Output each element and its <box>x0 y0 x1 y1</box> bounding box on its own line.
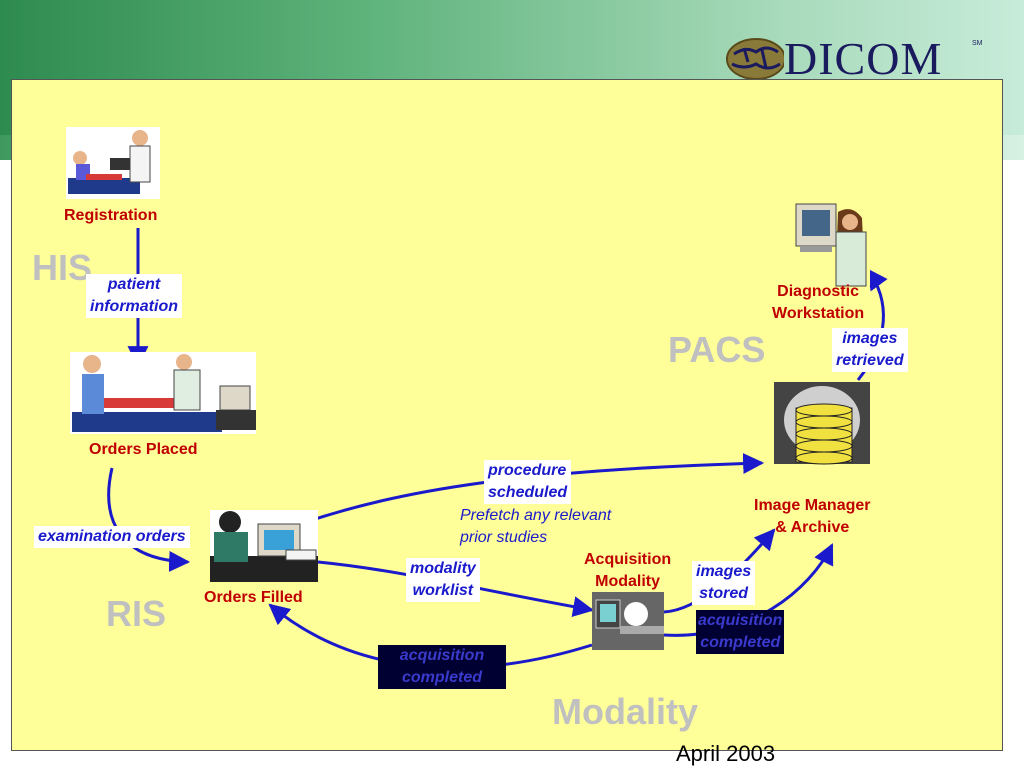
ris-label: RIS <box>106 593 167 634</box>
workstation-picture <box>795 202 870 287</box>
logo-text: DICOM <box>784 33 943 84</box>
acquisition-completed-left-message: acquisition completed <box>378 645 506 689</box>
orders-placed-picture <box>70 352 256 434</box>
globe-icon <box>726 38 786 80</box>
acquisition-completed-right-message: acquisition completed <box>696 610 785 654</box>
footer-date: April 2003 <box>676 741 776 766</box>
patient-information-message: patient information <box>86 274 182 318</box>
dicom-logo: DICOM SM <box>726 34 988 84</box>
modality-worklist-message: modality worklist <box>406 558 480 602</box>
modality-system-label: Modality <box>552 691 699 732</box>
orders-filled-label: Orders Filled <box>204 589 303 606</box>
registration-label: Registration <box>64 207 158 224</box>
images-retrieved-message: images retrieved <box>832 328 908 372</box>
arrow-acquisition-completed-right <box>663 543 834 637</box>
orders-placed-label: Orders Placed <box>89 441 198 458</box>
modality-picture <box>592 592 664 650</box>
images-stored-message: images stored <box>692 561 756 605</box>
image-archive-picture <box>774 382 870 465</box>
image-manager-label: Image Manager & Archive <box>754 497 871 536</box>
diagnostic-workstation-label: Diagnostic Workstation <box>772 283 865 322</box>
examination-orders-message: examination orders <box>34 526 190 548</box>
logo-sm-mark: SM <box>972 40 983 47</box>
procedure-scheduled-message: procedure scheduled <box>484 460 572 504</box>
his-label: HIS <box>32 247 93 288</box>
registration-picture <box>66 127 160 199</box>
prefetch-note: Prefetch any relevant prior studies <box>460 507 612 546</box>
pacs-label: PACS <box>668 329 766 370</box>
acquisition-modality-label: Acquisition Modality <box>584 551 672 590</box>
arrow-procedure-scheduled <box>299 453 765 526</box>
ris-operator-picture <box>210 510 318 582</box>
